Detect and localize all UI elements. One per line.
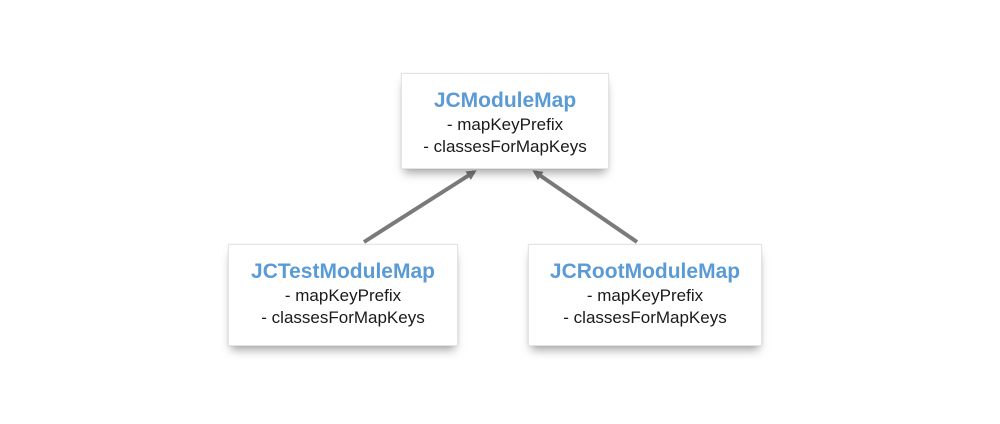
class-title: JCModuleMap [433, 89, 577, 112]
class-property: - mapKeyPrefix [586, 286, 704, 305]
class-title: JCTestModuleMap [251, 260, 435, 283]
class-property: - mapKeyPrefix [284, 286, 402, 305]
class-box-parent: JCModuleMap - mapKeyPrefix - classesForM… [401, 73, 609, 169]
class-property: - classesForMapKeys [261, 308, 425, 327]
class-title: JCRootModuleMap [549, 260, 741, 283]
class-property: - classesForMapKeys [563, 308, 727, 327]
class-property: - classesForMapKeys [423, 137, 587, 156]
class-property: - mapKeyPrefix [446, 115, 564, 134]
class-box-right-child: JCRootModuleMap - mapKeyPrefix - classes… [528, 244, 762, 346]
arrow-left-to-parent [362, 170, 477, 244]
class-box-left-child: JCTestModuleMap - mapKeyPrefix - classes… [228, 244, 458, 346]
arrow-right-to-parent [532, 170, 639, 244]
